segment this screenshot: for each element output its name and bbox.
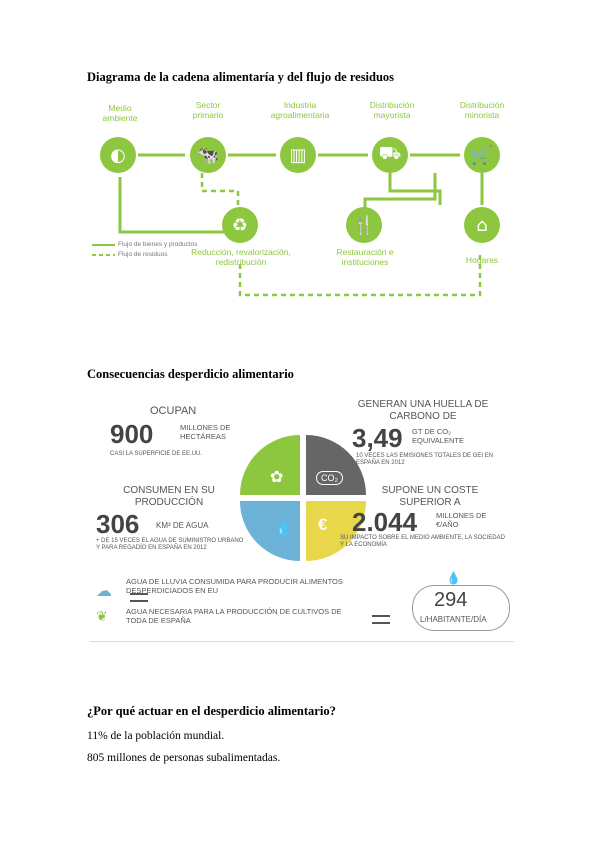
label-industria: Industria agroalimentaria xyxy=(270,100,330,120)
equals-sign-2 xyxy=(372,615,390,624)
litros-box xyxy=(412,585,510,631)
label-dist-mayorista: Distribución mayorista xyxy=(369,100,415,120)
label-medio-ambiente: Medio ambiente xyxy=(102,103,138,123)
drop-icon: 💧 xyxy=(446,571,461,585)
litros-value: 294 xyxy=(434,589,468,611)
equals-sign xyxy=(130,593,148,602)
ocupan-value: 900 xyxy=(110,419,154,449)
legend-bienes: Flujo de bienes y productos xyxy=(118,241,198,248)
ocupan-unit: MILLONES DE HECTÁREAS xyxy=(180,423,231,441)
consumen-heading: CONSUMEN EN SU PRODUCCIÓN xyxy=(123,485,215,508)
ocupan-note: CASI LA SUPERFICIE DE EE.UU. xyxy=(110,451,203,457)
why-act-heading: ¿Por qué actuar en el desperdicio alimen… xyxy=(87,704,336,718)
globe-icon: ◐ xyxy=(100,137,136,173)
truck-icon: ⛟ xyxy=(372,137,408,173)
ocupan-heading: OCUPAN xyxy=(150,405,197,417)
huella-note: 10 VECES LAS EMISIONES TOTALES DE GEI EN… xyxy=(356,453,494,466)
label-restauracion: Restauración e instituciones xyxy=(336,247,394,267)
coste-heading: SUPONE UN COSTE SUPERIOR A xyxy=(381,485,479,508)
water-drop-icon: 💧 xyxy=(274,519,293,537)
recycle-icon: ♻ xyxy=(222,207,258,243)
consumen-value: 306 xyxy=(96,509,140,539)
coste-note: SU IMPACTO SOBRE EL MEDIO AMBIENTE, LA S… xyxy=(340,535,505,548)
lluvia-text: AGUA DE LLUVIA CONSUMIDA PARA PRODUCIR A… xyxy=(126,577,343,595)
label-reduccion: Reducción, revalorización, redistribució… xyxy=(191,247,291,267)
label-dist-minorista: Distribución minorista xyxy=(459,100,505,120)
cow-icon: 🐄 xyxy=(190,137,226,173)
consequences-infographic: OCUPAN 900 MILLONES DE HECTÁREAS CASI LA… xyxy=(90,395,514,647)
label-hogares: Hogares xyxy=(465,255,499,265)
food-chain-diagram: Medio ambiente ◐ Sector primario 🐄 Indus… xyxy=(90,95,510,305)
huella-unit: GT DE CO₂ EQUIVALENTE xyxy=(412,427,464,445)
consumen-unit: KM³ DE AGUA xyxy=(156,521,209,530)
center-circle xyxy=(240,435,366,561)
litros-unit: L/HABITANTE/DÍA xyxy=(420,615,487,624)
cart-icon: 🛒 xyxy=(464,137,500,173)
huella-heading: GENERAN UNA HUELLA DE CARBONO DE xyxy=(357,399,489,422)
coste-value: 2.044 xyxy=(352,507,418,537)
population-line: 11% de la población mundial. xyxy=(87,730,225,742)
necesaria-text: AGUA NECESARIA PARA LA PRODUCCIÓN DE CUL… xyxy=(126,607,342,625)
factory-icon: ▥ xyxy=(280,137,316,173)
consequences-heading: Consecuencias desperdicio alimentario xyxy=(87,367,294,381)
cutlery-icon: 🍴 xyxy=(346,207,382,243)
rain-cloud-icon: ☁ xyxy=(96,581,112,600)
consumen-note: + DE 15 VECES EL AGUA DE SUMINISTRO URBA… xyxy=(96,538,244,551)
label-sector-primario: Sector primario xyxy=(192,100,224,120)
house-icon: ⌂ xyxy=(464,207,500,243)
huella-value: 3,49 xyxy=(352,423,403,453)
seedling-icon: ❦ xyxy=(96,609,108,625)
co2-cloud-icon: CO₂ xyxy=(316,471,343,485)
flow-arrows xyxy=(92,153,484,297)
bottom-rule xyxy=(90,641,514,642)
diagram-heading: Diagrama de la cadena alimentaría y del … xyxy=(87,70,395,84)
legend-residuos: Flujo de residuos xyxy=(118,251,168,258)
coste-unit: MILLONES DE €/AÑO xyxy=(436,511,487,529)
euro-icon: € xyxy=(318,515,328,534)
plant-icon: ✿ xyxy=(270,467,284,486)
undernourished-line: 805 millones de personas subalimentadas. xyxy=(87,752,281,764)
